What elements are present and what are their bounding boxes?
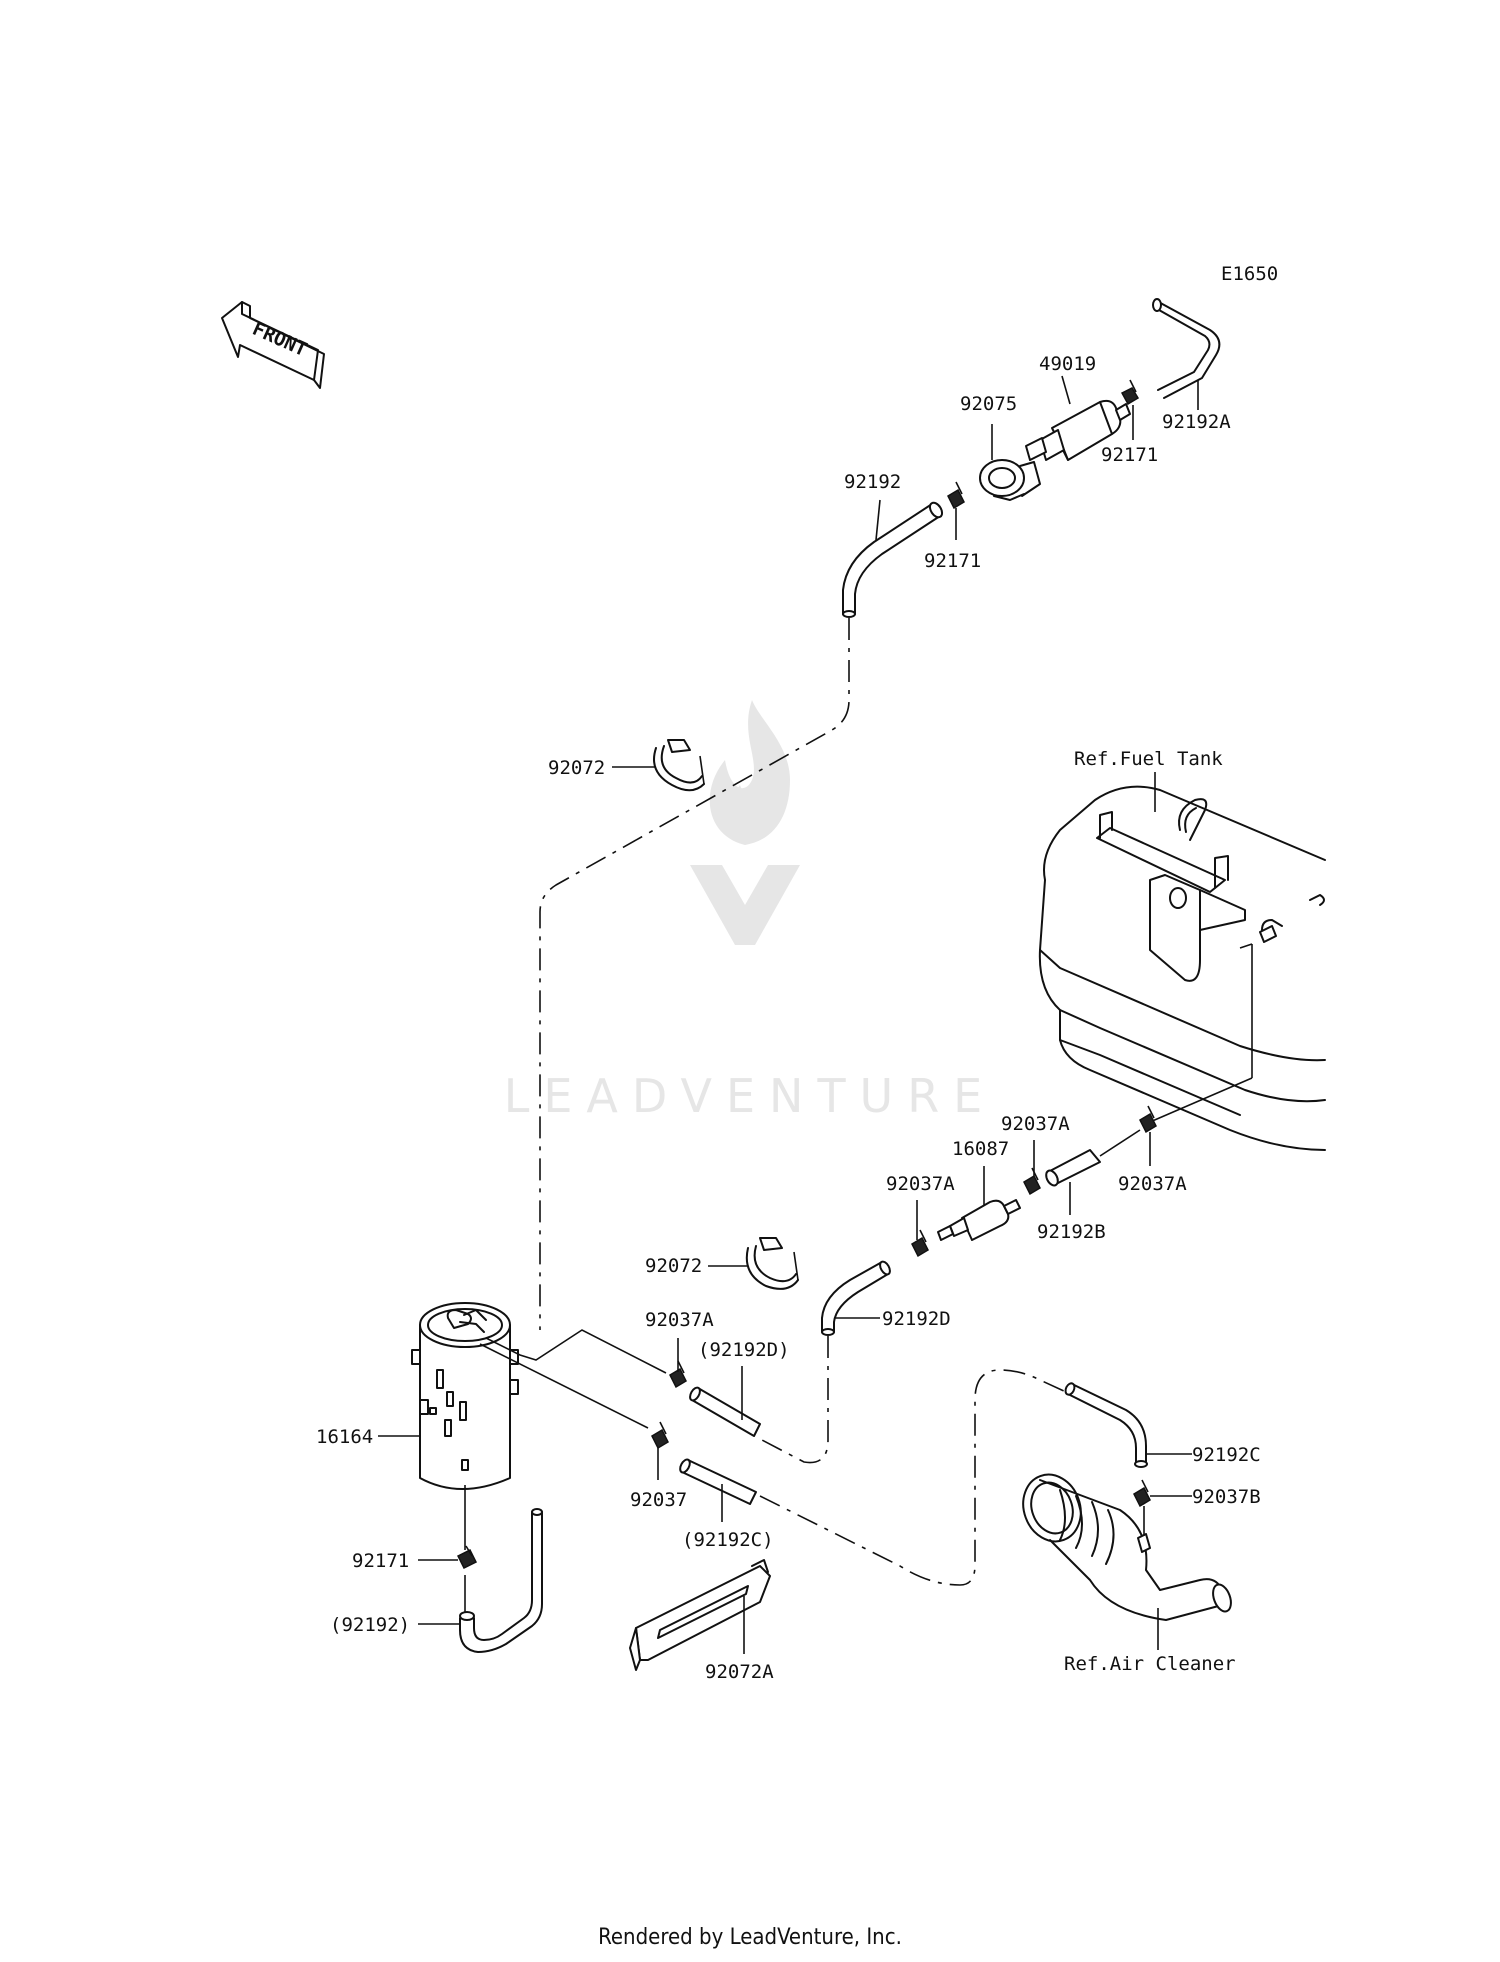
part-label-16164: 16164 (316, 1426, 373, 1448)
band-92072A (629, 1559, 771, 1671)
part-label-92192-top: 92192 (844, 471, 901, 493)
hose-92192-bottom (418, 1508, 543, 1653)
air-cleaner-reference (1022, 1473, 1232, 1621)
part-label-92037: 92037 (630, 1489, 687, 1511)
part-label-92192C: 92192C (1192, 1444, 1261, 1466)
hose-92192D-paren (689, 1366, 761, 1437)
part-label-92192B: 92192B (1037, 1221, 1106, 1243)
clamp-92171-bottom (456, 1545, 478, 1570)
part-label-92075: 92075 (960, 393, 1017, 415)
part-label-92037A-lower: 92037A (645, 1309, 714, 1331)
part-label-92192A: 92192A (1162, 411, 1231, 433)
part-label-92037B: 92037B (1192, 1486, 1261, 1508)
fuel-line-route-top (539, 618, 850, 1330)
clamp-92171-right (1120, 379, 1140, 406)
part-label-92037A-upper: 92037A (1001, 1113, 1070, 1135)
part-label-92192-paren: (92192) (330, 1614, 410, 1636)
hose-92192D (821, 1260, 891, 1336)
hose-92192A (1152, 298, 1221, 399)
hose-92192C-paren (679, 1458, 757, 1522)
part-label-92192D: 92192D (882, 1308, 951, 1330)
ref-fuel-tank: Ref.Fuel Tank (1074, 748, 1223, 770)
part-label-92037A-mid: 92037A (886, 1173, 955, 1195)
part-label-49019: 49019 (1039, 353, 1096, 375)
hose-92192B (1045, 1129, 1141, 1187)
check-valve-16087 (937, 1199, 1021, 1241)
charcoal-canister-16164 (411, 1302, 519, 1490)
clamp-92037A-mid (911, 1229, 929, 1258)
clamp-92037B (1133, 1479, 1192, 1508)
clamp-92037A-upper (1023, 1167, 1041, 1196)
part-label-92192C-paren: (92192C) (682, 1529, 774, 1551)
clamp-92072-mid (745, 1237, 799, 1290)
part-label-92171-bottom: 92171 (352, 1550, 409, 1572)
part-label-92192D-paren: (92192D) (698, 1339, 790, 1361)
hose-92192-top (842, 501, 944, 618)
clamp-92171-left (947, 481, 965, 510)
part-label-16087: 16087 (952, 1138, 1009, 1160)
canister-line-upper (485, 1329, 667, 1374)
rendered-by-footer: Rendered by LeadVenture, Inc. (598, 1925, 902, 1950)
part-label-92072-top: 92072 (548, 757, 605, 779)
fuel-tank-reference (1038, 772, 1326, 1151)
clamp-92037 (651, 1421, 669, 1450)
diagram-code: E1650 (1221, 263, 1278, 285)
fuel-filter-49019 (1025, 375, 1131, 461)
hose-92192C (1064, 1382, 1192, 1468)
fuel-line-route-mid (761, 1336, 829, 1464)
part-label-92171-left: 92171 (924, 550, 981, 572)
ref-air-cleaner: Ref.Air Cleaner (1064, 1653, 1236, 1675)
part-label-92171-right: 92171 (1101, 444, 1158, 466)
part-label-92037A-tank: 92037A (1118, 1173, 1187, 1195)
filter-holder-92075 (979, 459, 1041, 501)
leadventure-watermark-logo: LEADVENTURE (504, 700, 997, 1123)
vent-line-route (759, 1369, 1067, 1586)
part-label-92072-mid: 92072 (645, 1255, 702, 1277)
clamp-92072-top (653, 739, 705, 792)
watermark-text: LEADVENTURE (504, 1069, 997, 1123)
clamp-92037A-tank (1139, 1105, 1157, 1134)
canister-line-lower (479, 1343, 649, 1429)
clamp-92037A-lower (669, 1360, 687, 1389)
part-label-92072A: 92072A (705, 1661, 774, 1683)
front-direction-arrow: FRONT (221, 301, 325, 389)
